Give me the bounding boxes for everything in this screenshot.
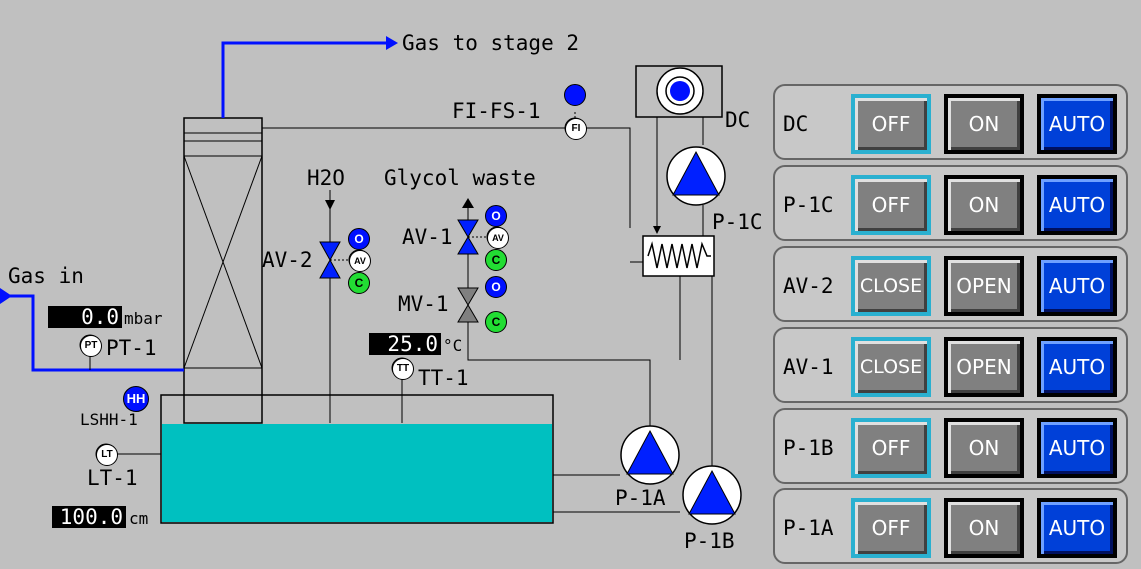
control-name: AV-2 [783,274,834,298]
control-panel-av1: AV-1 CLOSE OPEN AUTO [773,327,1128,403]
p1c-off-button[interactable]: OFF [851,175,931,235]
av1-label: AV-1 [402,225,453,249]
level-unit: cm [129,509,149,528]
control-panel-dc: DC OFF ON AUTO [773,84,1128,160]
pressure-readout: 0.0 [48,306,122,328]
gas-in-label: Gas in [8,264,84,288]
temperature-indicator-icon: TT [392,358,414,380]
control-name: AV-1 [783,355,834,379]
tt1-label: TT-1 [418,366,469,390]
control-name: P-1B [783,436,834,460]
gas-out-pipe [221,41,390,118]
heat-exchanger [642,235,715,277]
p1a-label: P-1A [615,486,666,510]
flow-indicator-icon: FI [565,118,587,140]
lshh1-label: LSHH-1 [80,410,138,429]
fi-fs-1-status-icon [564,84,586,106]
av2-close-button[interactable]: CLOSE [851,256,931,316]
p1b-off-button[interactable]: OFF [851,418,931,478]
p1c-on-button[interactable]: ON [944,175,1024,235]
av2-label: AV-2 [262,248,313,272]
h2o-label: H2O [307,166,345,190]
p1a-off-button[interactable]: OFF [851,498,931,558]
lshh-alarm-icon: HH [123,386,149,412]
p1b-on-button[interactable]: ON [944,418,1024,478]
lt1-label: LT-1 [87,466,138,490]
control-name: DC [783,112,809,136]
av2-open-button[interactable]: OPEN [944,256,1024,316]
av1-close-button[interactable]: CLOSE [851,337,931,397]
control-panel-p1b: P-1B OFF ON AUTO [773,408,1128,484]
av2-actuator-icon: AV [349,250,371,272]
dc-auto-button[interactable]: AUTO [1037,94,1117,154]
p1b-label: P-1B [684,529,735,553]
temperature-readout: 25.0 [369,333,441,355]
av1-auto-button[interactable]: AUTO [1037,337,1117,397]
dc-on-button[interactable]: ON [944,94,1024,154]
av2-open-indicator-icon: O [348,228,370,250]
control-name: P-1A [783,516,834,540]
mv1-open-indicator-icon: O [485,276,507,298]
p1c-auto-button[interactable]: AUTO [1037,175,1117,235]
av2-auto-button[interactable]: AUTO [1037,256,1117,316]
mv1-label: MV-1 [398,292,449,316]
column [183,117,263,424]
av1-actuator-icon: AV [487,227,509,249]
dc-off-button[interactable]: OFF [851,94,931,154]
mv1-closed-indicator-icon: C [485,311,507,333]
dc-box [635,65,723,118]
gas-to-stage2-label: Gas to stage 2 [402,31,580,55]
gas-in-pipe [0,294,184,372]
control-panel-p1c: P-1C OFF ON AUTO [773,165,1128,241]
p1a-on-button[interactable]: ON [944,498,1024,558]
p1b-auto-button[interactable]: AUTO [1037,418,1117,478]
temperature-unit: °C [443,336,463,355]
fi-fs-1-label: FI-FS-1 [452,99,541,123]
level-indicator-icon: LT [96,444,118,466]
control-name: P-1C [783,193,834,217]
pt1-label: PT-1 [106,336,157,360]
p1c-label: P-1C [712,210,763,234]
tank-liquid [162,424,552,522]
av1-open-button[interactable]: OPEN [944,337,1024,397]
av1-open-indicator-icon: O [485,205,507,227]
control-panel-av2: AV-2 CLOSE OPEN AUTO [773,246,1128,322]
dc-label: DC [725,108,751,132]
av2-closed-indicator-icon: C [348,272,370,294]
control-panel-p1a: P-1A OFF ON AUTO [773,488,1128,564]
level-readout: 100.0 [52,506,126,528]
glycol-waste-label: Glycol waste [384,166,536,190]
pressure-unit: mbar [124,309,163,328]
p1a-auto-button[interactable]: AUTO [1037,498,1117,558]
av1-closed-indicator-icon: C [485,249,507,271]
tank-outline [160,394,554,524]
pressure-indicator-icon: PT [80,335,102,357]
